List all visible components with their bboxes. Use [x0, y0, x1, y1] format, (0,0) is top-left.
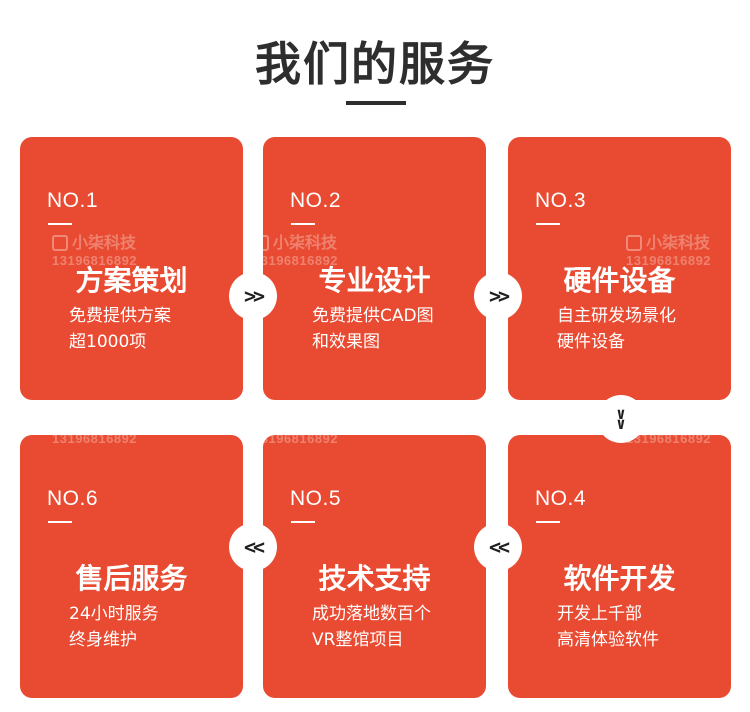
page-title: 我们的服务: [255, 37, 495, 91]
back-arrow-icon: <<: [229, 523, 277, 571]
card-title: 技术支持: [318, 562, 431, 595]
card-title: 硬件设备: [563, 264, 676, 297]
watermark: 13196816892: [263, 435, 339, 446]
service-card-3: 小柒科技 13196816892 NO.3 硬件设备 自主研发场景化 硬件设备: [508, 137, 731, 400]
back-arrow-icon: <<: [474, 523, 522, 571]
number-underline: [48, 223, 72, 225]
card-description: 自主研发场景化 硬件设备: [557, 306, 676, 352]
card-description: 免费提供CAD图 和效果图: [312, 306, 434, 352]
card-number: NO.5: [290, 487, 342, 510]
card-number: NO.2: [290, 189, 342, 212]
next-arrow-icon: >>: [229, 272, 277, 320]
service-card-4: 13196816892 NO.4 软件开发 开发上千部 高清体验软件: [508, 435, 731, 698]
number-underline: [536, 223, 560, 225]
next-arrow-icon: >>: [474, 272, 522, 320]
number-underline: [291, 521, 315, 523]
watermark: 13196816892: [52, 435, 138, 446]
card-number: NO.3: [535, 189, 587, 212]
number-underline: [291, 223, 315, 225]
number-underline: [48, 521, 72, 523]
card-description: 开发上千部 高清体验软件: [557, 604, 659, 650]
service-card-1: 小柒科技 13196816892 NO.1 方案策划 免费提供方案 超1000项: [20, 137, 243, 400]
card-title: 专业设计: [318, 264, 431, 297]
card-description: 24小时服务 终身维护: [69, 604, 159, 650]
service-card-5: 13196816892 NO.5 技术支持 成功落地数百个 VR整馆项目: [263, 435, 486, 698]
card-title: 方案策划: [75, 264, 188, 297]
watermark: 13196816892: [626, 435, 712, 446]
number-underline: [536, 521, 560, 523]
card-title: 软件开发: [563, 562, 676, 595]
card-number: NO.1: [47, 189, 99, 212]
down-arrow-icon: ∨∨: [597, 395, 645, 443]
card-title: 售后服务: [75, 562, 188, 595]
title-underline: [346, 101, 406, 105]
card-number: NO.4: [535, 487, 587, 510]
card-description: 免费提供方案 超1000项: [69, 306, 171, 352]
service-card-6: 13196816892 NO.6 售后服务 24小时服务 终身维护: [20, 435, 243, 698]
service-card-2: 小柒科技 13196816892 NO.2 专业设计 免费提供CAD图 和效果图: [263, 137, 486, 400]
card-description: 成功落地数百个 VR整馆项目: [312, 604, 431, 650]
card-number: NO.6: [47, 487, 99, 510]
